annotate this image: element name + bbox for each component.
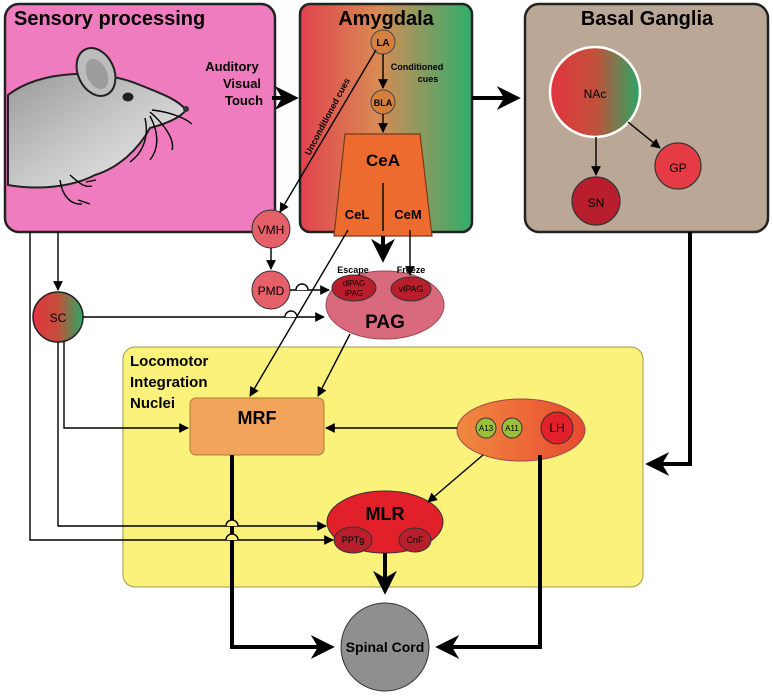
cnf-node <box>398 527 432 553</box>
input-auditory: Auditory <box>205 59 259 74</box>
spinal-cord-node <box>340 602 430 692</box>
pmd-label: PMD <box>258 284 285 298</box>
sn-node <box>571 176 621 226</box>
arrow-sc-to-mrf <box>63 341 189 433</box>
hop-pmd-line <box>295 283 309 291</box>
hop-mrf-line-2 <box>225 533 239 541</box>
sensory-title: Sensory processing <box>14 8 205 30</box>
mrf-node <box>189 397 325 456</box>
cel-label: CeL <box>345 207 370 222</box>
pptg-node <box>333 526 373 554</box>
vlpag-label: vlPAG <box>399 284 424 294</box>
hop-sc-line <box>284 310 298 318</box>
pptg-label: PPTg <box>342 535 365 545</box>
mlr-label: MLR <box>366 504 405 524</box>
arrow-cel-to-mrf <box>249 229 349 397</box>
vmh-label: VMH <box>258 223 285 237</box>
conditioned-cues-line-1: Conditioned <box>391 62 444 72</box>
arrow-nac-to-gp <box>627 121 661 149</box>
cem-label: CeM <box>394 207 421 222</box>
mrf-label: MRF <box>238 408 277 428</box>
gp-label: GP <box>669 161 686 175</box>
arrow-pag-to-mrf <box>317 333 351 397</box>
cea-label: CeA <box>366 151 400 170</box>
arrow-la-to-vmh <box>279 49 377 213</box>
sc-label: SC <box>50 311 67 325</box>
mouse-icon <box>7 47 193 205</box>
lh-node <box>540 411 574 445</box>
lh-label: LH <box>549 421 564 435</box>
gp-node <box>654 142 702 190</box>
basal-ganglia-title: Basal Ganglia <box>581 8 714 30</box>
nac-label: NAc <box>584 87 607 101</box>
locomotor-title-line-1: Locomotor <box>130 353 208 370</box>
a13-label: A13 <box>479 424 494 433</box>
a11-label: A11 <box>505 424 519 433</box>
spinal-cord-label: Spinal Cord <box>346 639 425 655</box>
locomotor-title-line-2: Integration <box>130 374 208 391</box>
arrow-bg-to-lh <box>645 232 692 476</box>
locomotor-title-line-3: Nuclei <box>130 395 175 412</box>
arrow-lh-to-spinal <box>435 455 542 659</box>
escape-label: Escape <box>337 265 369 275</box>
hop-mrf-line-1 <box>225 519 239 527</box>
cnf-label: CnF <box>406 535 424 545</box>
arrow-lh-to-mlr <box>427 454 484 503</box>
sn-label: SN <box>588 196 605 210</box>
input-visual: Visual <box>223 76 261 91</box>
la-label: LA <box>376 38 389 49</box>
bla-label: BLA <box>374 98 393 108</box>
dlpag-label: dlPAG <box>343 279 366 288</box>
amygdala-title: Amygdala <box>338 8 434 30</box>
conditioned-cues-line-2: cues <box>418 74 439 84</box>
arrow-mrf-to-spinal <box>230 455 335 659</box>
freeze-label: Freeze <box>397 265 426 275</box>
a13-node <box>475 417 497 439</box>
dlpag-lpag-node <box>331 274 377 302</box>
input-touch: Touch <box>225 93 263 108</box>
a11-node <box>501 417 523 439</box>
pag-label: PAG <box>365 312 405 333</box>
nac-node <box>548 45 642 139</box>
vlpag-node <box>390 276 432 302</box>
lpag-label: lPAG <box>345 289 363 298</box>
